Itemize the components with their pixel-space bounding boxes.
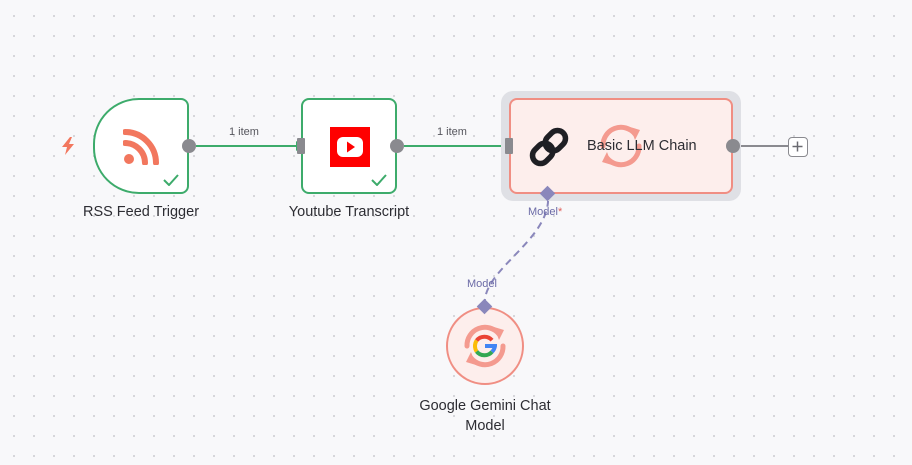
youtube-transcript-output-handle[interactable]: [390, 139, 404, 153]
rss-feed-trigger-node[interactable]: [93, 98, 189, 194]
edge-gemini-to-llm-model[interactable]: [483, 194, 550, 307]
plus-icon: [792, 141, 803, 152]
gemini-label-line-2: Model: [465, 418, 505, 434]
google-icon: [473, 334, 497, 358]
llm-model-input-label: Model*: [528, 206, 562, 218]
youtube-transcript-node[interactable]: [301, 98, 397, 194]
success-check-icon: [163, 174, 179, 186]
edge-label-rss-to-youtube: 1 item: [229, 126, 259, 138]
trigger-bolt-icon: [62, 137, 74, 155]
add-node-button[interactable]: [788, 137, 808, 157]
basic-llm-chain-node[interactable]: Basic LLM Chain: [509, 98, 733, 194]
youtube-transcript-input-handle[interactable]: [297, 138, 305, 154]
rss-feed-trigger-label: RSS Feed Trigger: [82, 204, 200, 220]
basic-llm-chain-output-handle[interactable]: [726, 139, 740, 153]
running-spinner-icon: [464, 324, 506, 368]
youtube-icon: [330, 127, 370, 167]
edge-label-youtube-to-llm: 1 item: [437, 126, 467, 138]
gemini-model-output-label: Model: [467, 278, 497, 290]
rss-icon: [123, 129, 159, 165]
google-gemini-chat-model-node[interactable]: [446, 307, 524, 385]
success-check-icon: [371, 174, 387, 186]
basic-llm-chain-label: Basic LLM Chain: [587, 138, 697, 154]
required-marker: *: [557, 206, 563, 218]
basic-llm-chain-input-handle[interactable]: [505, 138, 513, 154]
llm-model-port-text: Model: [528, 206, 558, 218]
gemini-label-line-1: Google Gemini Chat: [419, 398, 551, 414]
google-gemini-chat-model-label: Google Gemini Chat Model: [419, 396, 550, 436]
chain-link-icon: [529, 127, 569, 167]
youtube-transcript-label: Youtube Transcript: [288, 204, 410, 220]
rss-trigger-output-handle[interactable]: [182, 139, 196, 153]
running-spinner-icon: [600, 124, 642, 168]
